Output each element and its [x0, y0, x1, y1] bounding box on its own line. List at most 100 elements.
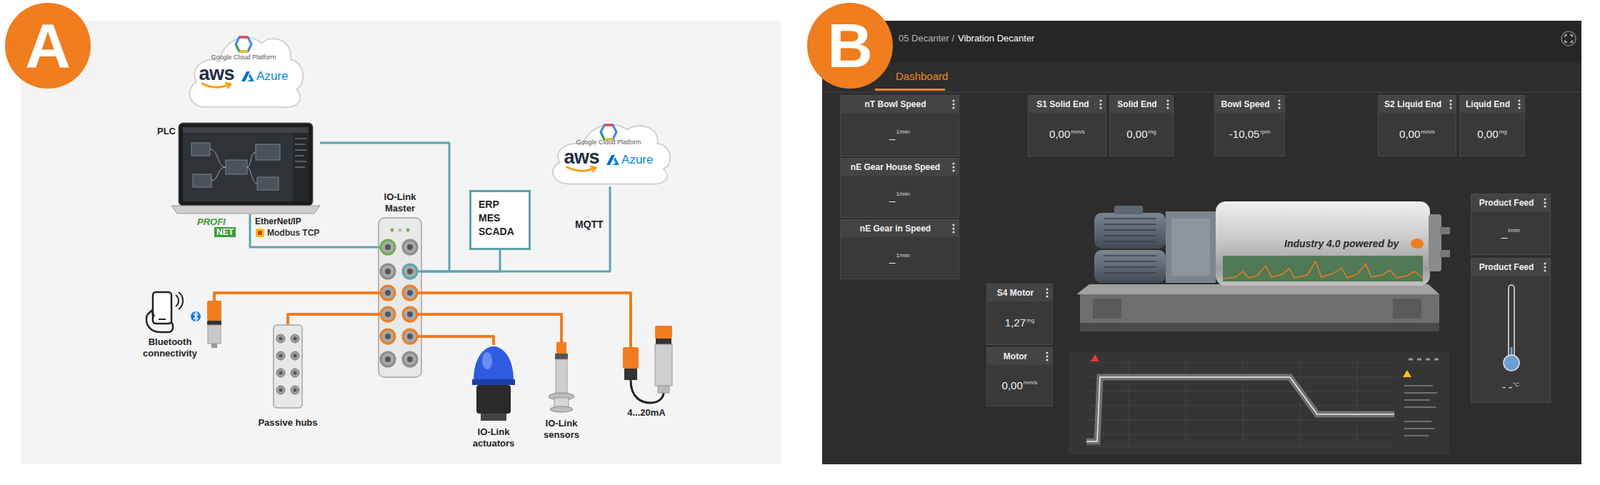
card-value-row: _1/min	[840, 112, 959, 156]
illustration-circle	[293, 388, 298, 393]
card-unit: °C	[1512, 381, 1520, 388]
card-value: 0,00	[1002, 379, 1023, 392]
card-unit: 1/min	[895, 252, 910, 259]
menu-dots	[952, 99, 955, 110]
illustration-circle	[385, 290, 391, 296]
illustration-circle	[293, 371, 298, 375]
signal-beacon-illustration	[465, 345, 523, 425]
card-value: _	[1501, 226, 1508, 239]
card-title-bar: Solid End	[1110, 95, 1173, 113]
illustration-rect	[1080, 322, 1440, 332]
illustration-circle	[385, 268, 391, 275]
sensor-illustration	[532, 342, 590, 418]
illustration-rect	[1222, 255, 1423, 282]
illustration-circle	[1166, 106, 1169, 109]
illustration-circle	[385, 356, 391, 363]
device-label: IO-Link actuators	[465, 426, 523, 450]
illustration-circle	[398, 228, 403, 233]
modbus-icon	[255, 228, 265, 238]
value-group: 0,00mm/s	[1399, 127, 1435, 141]
illustration-circle	[402, 285, 418, 300]
diagram-node: nE Gear House Speed_1/min	[840, 157, 960, 218]
illustration-circle	[402, 264, 418, 279]
analog-sensor-illustration	[610, 325, 683, 406]
card-title: Product Feed	[1479, 262, 1535, 273]
illustration-rect	[178, 122, 313, 206]
illustration-line	[604, 124, 613, 127]
azure-logo: Azure	[606, 152, 653, 168]
card-unit: mm/s	[1070, 128, 1085, 135]
illustration-line	[239, 50, 248, 53]
menu-dots	[1449, 99, 1453, 110]
card-unit: mm/s	[1023, 379, 1038, 386]
device-heading: PLC	[157, 125, 176, 137]
illustration-rect	[255, 144, 280, 160]
illustration-circle	[402, 307, 418, 322]
google-cloud-icon	[600, 124, 618, 140]
panel-b	[822, 20, 1582, 465]
card-unit: 1/min	[895, 190, 910, 198]
card-value-row: 1,27mg	[987, 301, 1053, 345]
illustration-circle	[1166, 102, 1169, 105]
illustration-rect	[1080, 294, 1440, 323]
illustration-circle	[276, 351, 285, 360]
illustration-rect	[182, 127, 309, 133]
illustration-circle	[380, 264, 395, 279]
illustration-rect	[207, 300, 222, 321]
illustration-circle	[952, 99, 955, 102]
illustration-rect	[1068, 352, 1450, 455]
illustration-circle	[1099, 99, 1102, 102]
illustration-rect	[555, 359, 568, 394]
illustration-circle	[402, 240, 418, 255]
illustration-path	[1408, 358, 1439, 361]
value-group: 1,27mg	[1005, 316, 1035, 330]
illustration-rect	[657, 385, 670, 393]
card-unit: mg	[1026, 317, 1035, 324]
aws-wordmark: aws	[199, 62, 235, 85]
illustration-rect	[1392, 298, 1422, 319]
illustration-circle	[1045, 295, 1048, 298]
illustration-rect	[472, 379, 515, 385]
card-title-bar: S1 Solid End	[1028, 95, 1106, 113]
illustration-circle	[1543, 269, 1546, 272]
value-group: 0,00mg	[1477, 127, 1507, 141]
diagram-node: PLC	[157, 122, 320, 215]
illustration-line	[600, 132, 605, 140]
illustration-circle	[1449, 106, 1452, 109]
illustration-path	[612, 157, 620, 165]
illustration-rect	[292, 132, 309, 202]
card-value-row: -10,05rpm	[1215, 112, 1285, 156]
illustration-line	[235, 44, 240, 52]
network-connection	[422, 186, 610, 272]
illustration-circle	[1045, 358, 1048, 361]
card-title: S2 Liquid End	[1384, 99, 1442, 110]
illustration-rect	[480, 413, 507, 421]
illustration-rect	[378, 217, 422, 378]
card-title-bar: Bowl Speed	[1215, 95, 1285, 113]
menu-dots	[1543, 197, 1547, 208]
illustration-circle	[1166, 99, 1169, 102]
illustration-path	[552, 125, 670, 185]
device-label: 4...20mA	[610, 407, 683, 419]
illustration-circle	[1503, 355, 1520, 371]
illustration-rect	[192, 174, 212, 188]
system-list: ERP MES SCADA	[478, 197, 515, 239]
card-title: Product Feed	[1479, 197, 1535, 208]
text-label: EtherNet/IP	[255, 216, 302, 227]
illustration-circle	[290, 334, 300, 343]
illustration-circle	[380, 307, 395, 322]
diagram-node: nE Gear in Speed_1/min	[840, 219, 960, 280]
illustration-rect	[1428, 214, 1442, 272]
menu-dots	[952, 223, 955, 234]
diagram-node: ERP MES SCADA	[469, 190, 531, 250]
card-title-bar: Liquid End	[1460, 95, 1525, 113]
illustration-circle	[385, 311, 391, 318]
card-value-row: _l/min	[1471, 211, 1550, 255]
illustration-circle	[279, 354, 283, 358]
illustration-circle	[279, 337, 283, 341]
illustration-polygon	[1402, 370, 1412, 378]
text-label: Modbus TCP	[267, 227, 320, 238]
card-value: _	[889, 251, 895, 264]
